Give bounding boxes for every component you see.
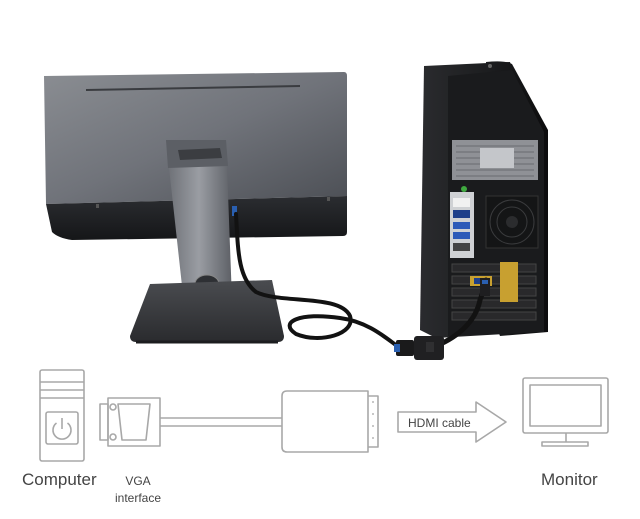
monitor-back-panel xyxy=(44,72,347,204)
vga-interface-label: VGA interface xyxy=(108,473,168,507)
computer-label: Computer xyxy=(22,470,97,489)
vga-label-line1: VGA xyxy=(125,474,151,488)
vga-connector-icon xyxy=(99,397,161,447)
diagram-cable xyxy=(160,417,282,427)
computer-tower-photo xyxy=(420,61,548,338)
vga-hdmi-adapter-photo xyxy=(394,278,490,360)
hdmi-cable-label: HDMI cable xyxy=(408,416,471,430)
adapter-icon xyxy=(281,390,379,453)
connection-diagram xyxy=(39,369,609,462)
monitor-stand-base xyxy=(130,280,284,342)
power-icon xyxy=(52,418,72,440)
monitor-photo xyxy=(44,72,347,344)
monitor-label: Monitor xyxy=(541,470,598,489)
computer-icon xyxy=(39,369,85,462)
monitor-stand-neck xyxy=(166,140,232,304)
vga-label-line2: interface xyxy=(114,491,162,505)
monitor-icon xyxy=(522,377,609,447)
monitor-vent-slot xyxy=(85,85,301,91)
hdmi-arrow xyxy=(397,401,507,443)
